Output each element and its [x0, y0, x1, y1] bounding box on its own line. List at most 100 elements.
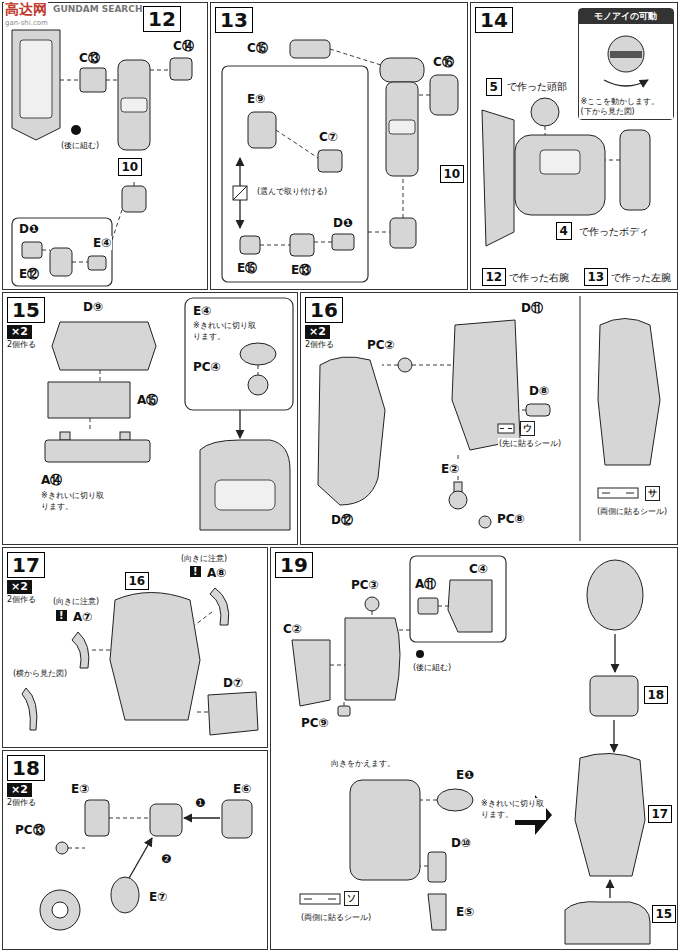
sticker-icon: [598, 488, 638, 498]
body-part: [515, 135, 605, 215]
guide-line: [420, 800, 437, 801]
poly-cap: [398, 358, 412, 372]
part-number: PC③: [350, 578, 380, 592]
glue-dot: [416, 650, 424, 658]
part-number: PC④: [192, 360, 222, 374]
part-number: E⑨: [246, 92, 266, 106]
step-reference-box: 4: [556, 222, 572, 240]
step-panel: 17×22個作る 16: [2, 547, 268, 748]
guide-line: [68, 848, 85, 849]
guide-line: [260, 245, 290, 246]
sticker-icon: [602, 493, 634, 494]
part-drawing: [240, 236, 260, 254]
body-detail: [540, 150, 580, 174]
part-drawing: [437, 789, 473, 811]
part-number: C⑭: [172, 38, 195, 55]
poly-cap: [56, 842, 68, 854]
step-header: 17×22個作る: [7, 552, 45, 605]
guide-line: [112, 210, 122, 240]
step-number: 17: [7, 552, 45, 578]
guide-line: [258, 365, 259, 375]
step-reference-box: 15: [652, 905, 677, 923]
part-number: E④: [192, 304, 212, 318]
part-number: PC⑬: [14, 822, 46, 839]
part-number: A⑮: [136, 392, 159, 409]
guide-line: [403, 178, 404, 218]
guide-line: [72, 262, 88, 263]
head-part: [608, 36, 644, 72]
step-reference-box: 18: [644, 686, 669, 704]
step-reference-number: 12: [486, 269, 503, 285]
peg: [120, 432, 130, 440]
part-number: C⑯: [432, 54, 455, 71]
joint-view: [40, 890, 80, 930]
quantity-badge: ×2: [7, 580, 32, 594]
step-number: 19: [275, 552, 313, 578]
part-drawing: [430, 75, 458, 115]
part-number: D❶: [18, 222, 40, 236]
hand-part: [248, 112, 276, 148]
step-panel: 19 18 17 15: [270, 547, 678, 950]
step-reference-number: 17: [652, 806, 669, 822]
step-reference-box: 16: [125, 572, 150, 590]
guide-line: [196, 712, 208, 713]
part-drawing: [22, 242, 42, 258]
step-header: 16×22個作る: [305, 297, 343, 350]
guide-line: [418, 95, 430, 96]
quantity-note: 2個作る: [7, 798, 36, 808]
part-number: D⑩: [450, 836, 472, 850]
part-drawing: [210, 588, 229, 625]
poly-cap: [338, 706, 350, 716]
part-number: D❶: [332, 216, 354, 230]
guide-line: [60, 80, 80, 81]
guide-line: [398, 630, 410, 631]
sticker-icon: [498, 424, 514, 433]
hand-part: [390, 218, 416, 248]
part-number: A⑧: [206, 566, 227, 580]
leg-part: [575, 753, 645, 876]
sticker-id: サ: [645, 486, 660, 501]
part-drawing: [290, 40, 330, 58]
step-reference-number: 4: [560, 223, 568, 239]
guide-line: [412, 365, 452, 366]
guide-line: [330, 49, 384, 66]
part-number: E⑬: [290, 262, 312, 279]
part-drawing: [150, 804, 182, 836]
arrow-line: [614, 634, 615, 672]
guide-line: [330, 665, 345, 666]
part-number: E❶: [455, 768, 475, 782]
part-drawing: [80, 68, 106, 92]
guide-line: [150, 70, 170, 71]
arrow-line: [128, 838, 152, 880]
step-panel: 18×22個作る: [2, 750, 268, 950]
step-header: 15×22個作る: [7, 297, 45, 350]
guide-line: [545, 126, 546, 135]
shoulder-part: [587, 560, 643, 630]
arm-detail: [389, 120, 415, 134]
knee-part: [292, 640, 330, 706]
step-reference-note: で作ったボディ: [578, 225, 650, 239]
leg-part: [598, 319, 660, 466]
arrow-line: [613, 720, 614, 752]
part-drawing: [208, 692, 258, 735]
guide-line: [134, 181, 135, 186]
quantity-note: 2個作る: [7, 340, 36, 350]
foot-part: [45, 440, 150, 462]
part-drawing: [88, 256, 106, 270]
quantity-badge: ×2: [305, 325, 330, 339]
part-drawing: [222, 800, 252, 838]
move-arrow: [604, 80, 648, 86]
part-number: E⑤: [455, 905, 475, 919]
assembly-note: (横から見た図): [12, 668, 68, 679]
inset-note: ※ここを動かします。: [579, 97, 673, 107]
arm-part: [386, 82, 418, 176]
part-number: PC⑧: [496, 512, 526, 526]
step-reference-number: 5: [490, 79, 498, 95]
foot-detail: [215, 480, 275, 510]
assembly-note: (選んで取り付ける): [256, 186, 328, 197]
part-drawing: [240, 343, 276, 365]
knee-assembly: [350, 780, 420, 880]
order-mark: ❶: [194, 796, 207, 810]
guide-line: [438, 606, 449, 607]
assembly-note: (後に組む): [412, 662, 452, 673]
